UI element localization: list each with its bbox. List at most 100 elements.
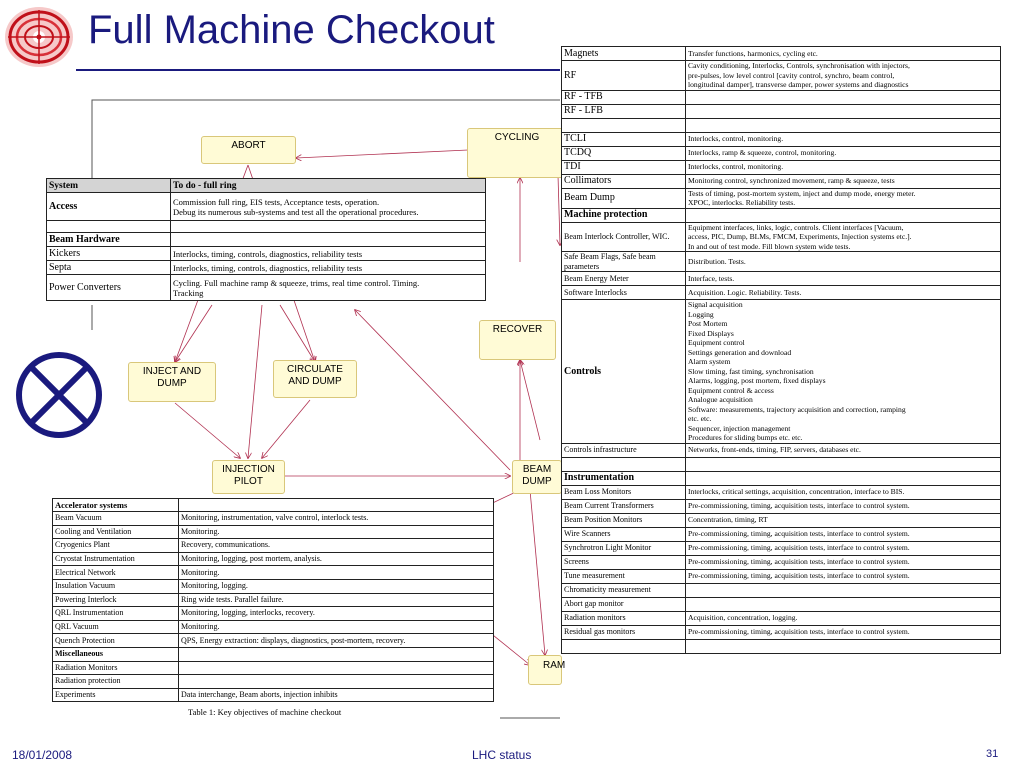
- system-cell: Beam Loss Monitors: [561, 484, 686, 500]
- description-cell: [685, 103, 1001, 119]
- description-line: Interlocks, critical settings, acquisiti…: [688, 487, 905, 497]
- system-cell: Cryostat Instrumentation: [52, 551, 179, 567]
- description-cell: Pre-commissioning, timing, acquisition t…: [685, 624, 1001, 640]
- description-line: etc. etc.: [688, 414, 712, 423]
- description-line: Settings generation and download: [688, 347, 792, 357]
- system-cell: Abort gap monitor: [561, 596, 686, 612]
- description-cell: [178, 646, 494, 662]
- description-line: pre-pulses, low level control [cavity co…: [688, 70, 895, 80]
- system-cell: Beam Vacuum: [52, 511, 179, 526]
- table-row: Miscellaneous: [52, 646, 494, 662]
- system-cell: Machine protection: [561, 207, 686, 223]
- slide-title: Full Machine Checkout: [88, 8, 495, 52]
- system-cell: Experiments: [52, 687, 179, 703]
- description-line: Interlocks, ramp & squeeze, control, mon…: [688, 148, 837, 158]
- description-cell: [685, 117, 1001, 133]
- description-line: Tests of timing, post-mortem system, inj…: [688, 188, 916, 198]
- system-cell: RF: [561, 60, 686, 91]
- system-cell: Miscellaneous: [52, 646, 179, 662]
- table-row: Radiation protection: [52, 674, 494, 689]
- table-row: Machine protection: [561, 207, 1001, 223]
- table-row: Radiation Monitors: [52, 660, 494, 676]
- description-cell: Monitoring, logging, post mortem, analys…: [178, 551, 494, 567]
- description-cell: Cavity conditioning, Interlocks, Control…: [685, 60, 1001, 91]
- description-line: Procedures for sliding bumps etc. etc.: [688, 433, 803, 442]
- description-cell: [685, 470, 1001, 486]
- system-cell: Beam Position Monitors: [561, 512, 686, 528]
- description-line: Distribution. Tests.: [688, 256, 746, 266]
- system-cell: Beam Interlock Controller, WIC.: [561, 221, 686, 252]
- system-cell: Beam Hardware: [46, 232, 171, 247]
- description-cell: Acquisition, concentration, logging.: [685, 610, 1001, 626]
- column-header: [178, 498, 494, 512]
- flow-box-cycling: CYCLING: [467, 128, 567, 178]
- table-row: Chromaticity measurement: [561, 582, 1001, 598]
- system-cell: Power Converters: [46, 274, 171, 301]
- description-line: Software: measurements, trajectory acqui…: [688, 404, 906, 414]
- description-cell: [685, 638, 1001, 654]
- table-caption: Table 1: Key objectives of machine check…: [188, 707, 342, 717]
- system-cell: RF - TFB: [561, 89, 686, 105]
- table-row: Instrumentation: [561, 470, 1001, 486]
- description-line: Pre-commissioning, timing, acquisition t…: [688, 529, 910, 539]
- flow-box-circulate-and-dump: CIRCULATE AND DUMP: [273, 360, 357, 398]
- system-cell: [561, 638, 686, 654]
- description-cell: Interlocks, timing, controls, diagnostic…: [170, 246, 486, 261]
- description-cell: Interlocks, critical settings, acquisiti…: [685, 484, 1001, 500]
- table-header-row: Accelerator systems: [52, 498, 494, 512]
- description-cell: Interlocks, ramp & squeeze, control, mon…: [685, 145, 1001, 161]
- flow-label-recover: RECOVER: [492, 324, 543, 335]
- system-cell: [561, 117, 686, 133]
- system-cell: Cooling and Ventilation: [52, 524, 179, 540]
- description-line: Equipment interfaces, links, logic, cont…: [688, 222, 904, 232]
- description-line: Tracking: [173, 287, 204, 298]
- description-cell: Pre-commissioning, timing, acquisition t…: [685, 554, 1001, 570]
- description-cell: Distribution. Tests.: [685, 251, 1001, 272]
- column-header: To do - full ring: [170, 178, 486, 193]
- description-line: Analogue acquisition: [688, 395, 753, 404]
- system-cell: Tune measurement: [561, 568, 686, 584]
- flow-box-abort: ABORT: [201, 136, 296, 164]
- description-cell: Monitoring control, synchronized movemen…: [685, 173, 1001, 189]
- description-cell: [685, 207, 1001, 223]
- table-row: [561, 117, 1001, 133]
- description-line: Pre-commissioning, timing, acquisition t…: [688, 543, 910, 553]
- system-cell: Magnets: [561, 46, 686, 61]
- description-cell: Pre-commissioning, timing, acquisition t…: [685, 498, 1001, 514]
- flow-label-pilot-line2: PILOT: [234, 476, 263, 487]
- lhc-logo-icon: [5, 7, 73, 67]
- description-line: Acquisition. Logic. Reliability. Tests.: [688, 287, 802, 297]
- footer-date: 18/01/2008: [12, 748, 73, 762]
- system-cell: Synchrotron Light Monitor: [561, 540, 686, 556]
- description-cell: Recovery, communications.: [178, 538, 494, 553]
- table-row: Abort gap monitor: [561, 596, 1001, 612]
- system-cell: TCLI: [561, 131, 686, 147]
- description-cell: [170, 232, 486, 247]
- description-cell: Tests of timing, post-mortem system, inj…: [685, 187, 1001, 209]
- description-line: Pre-commissioning, timing, acquisition t…: [688, 571, 910, 581]
- system-cell: Electrical Network: [52, 565, 179, 580]
- description-cell: [685, 596, 1001, 612]
- table-row: Septa Interlocks, timing, controls, diag…: [46, 260, 486, 275]
- description-cell: Ring wide tests. Parallel failure.: [178, 592, 494, 608]
- description-cell: Monitoring, instrumentation, valve contr…: [178, 511, 494, 526]
- description-cell: Pre-commissioning, timing, acquisition t…: [685, 540, 1001, 556]
- description-line: Post Mortem: [688, 319, 728, 328]
- description-line: Slow timing, fast timing, synchronisatio…: [688, 366, 814, 376]
- system-cell: TDI: [561, 159, 686, 175]
- description-line: Signal acquisition: [688, 300, 743, 309]
- flow-label-circulate-line2: AND DUMP: [288, 376, 342, 387]
